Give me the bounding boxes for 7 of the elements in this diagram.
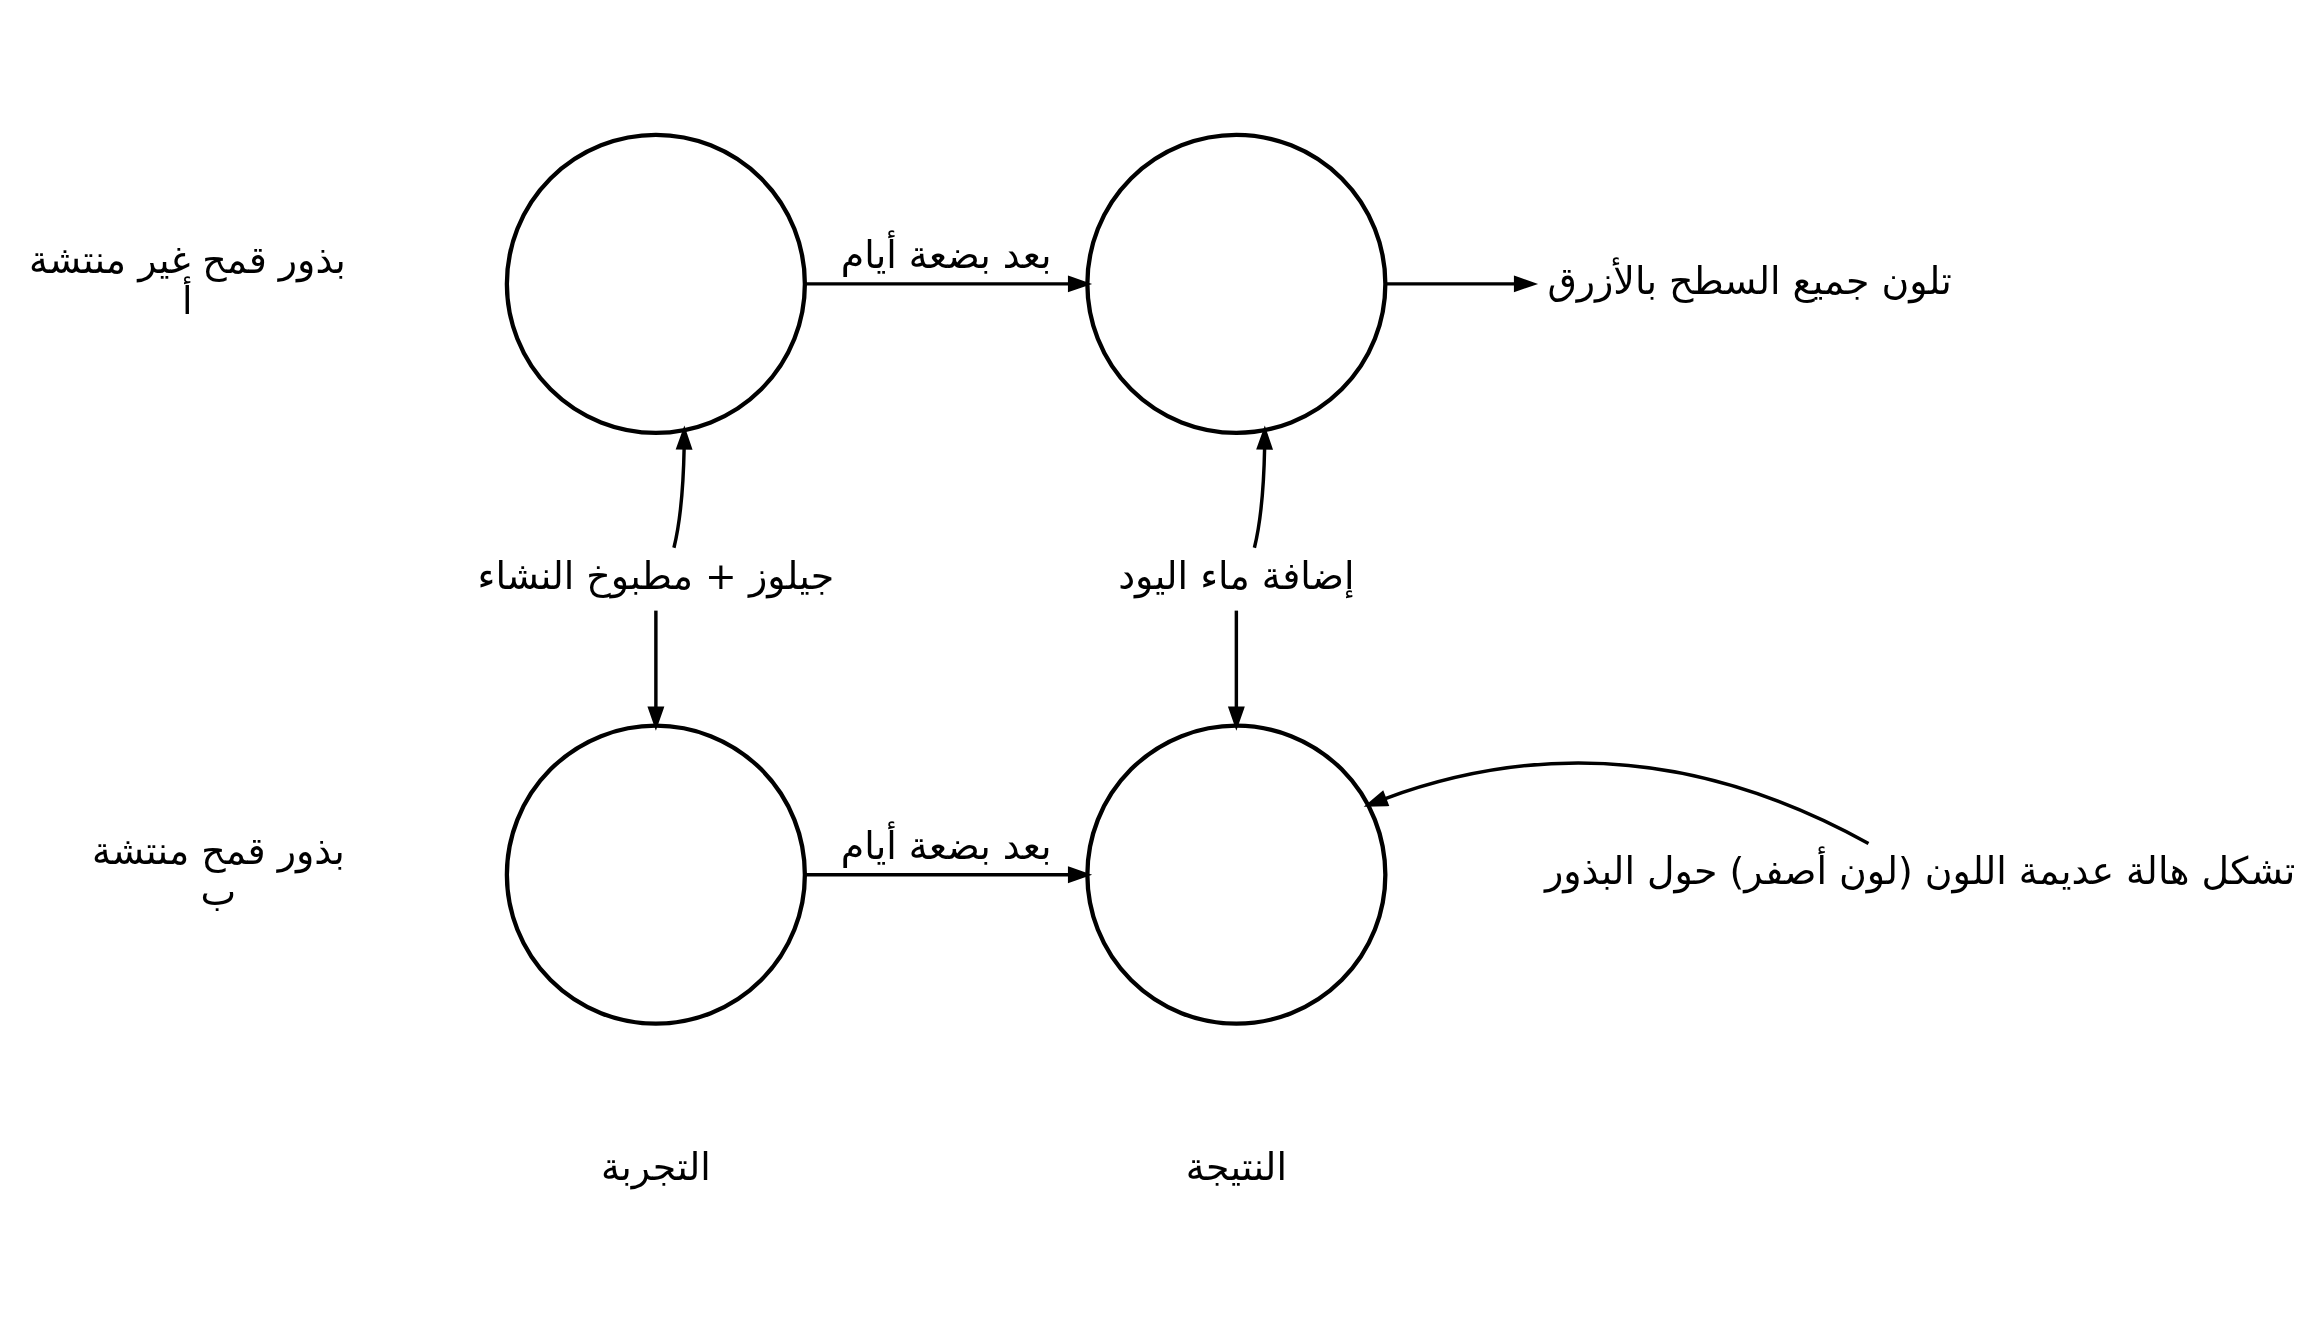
edge-label: بعد بضعة أيام: [840, 232, 1052, 277]
label: النتيجة: [1185, 1144, 1287, 1189]
edge-label: بعد بضعة أيام: [840, 823, 1052, 868]
label: التجربة: [601, 1144, 711, 1189]
node-text: إضافة ماء اليود: [1118, 553, 1355, 598]
node-text: جيلوز + مطبوخ النشاء: [477, 553, 835, 598]
node-text: تلون جميع السطح بالأزرق: [1547, 258, 1952, 303]
